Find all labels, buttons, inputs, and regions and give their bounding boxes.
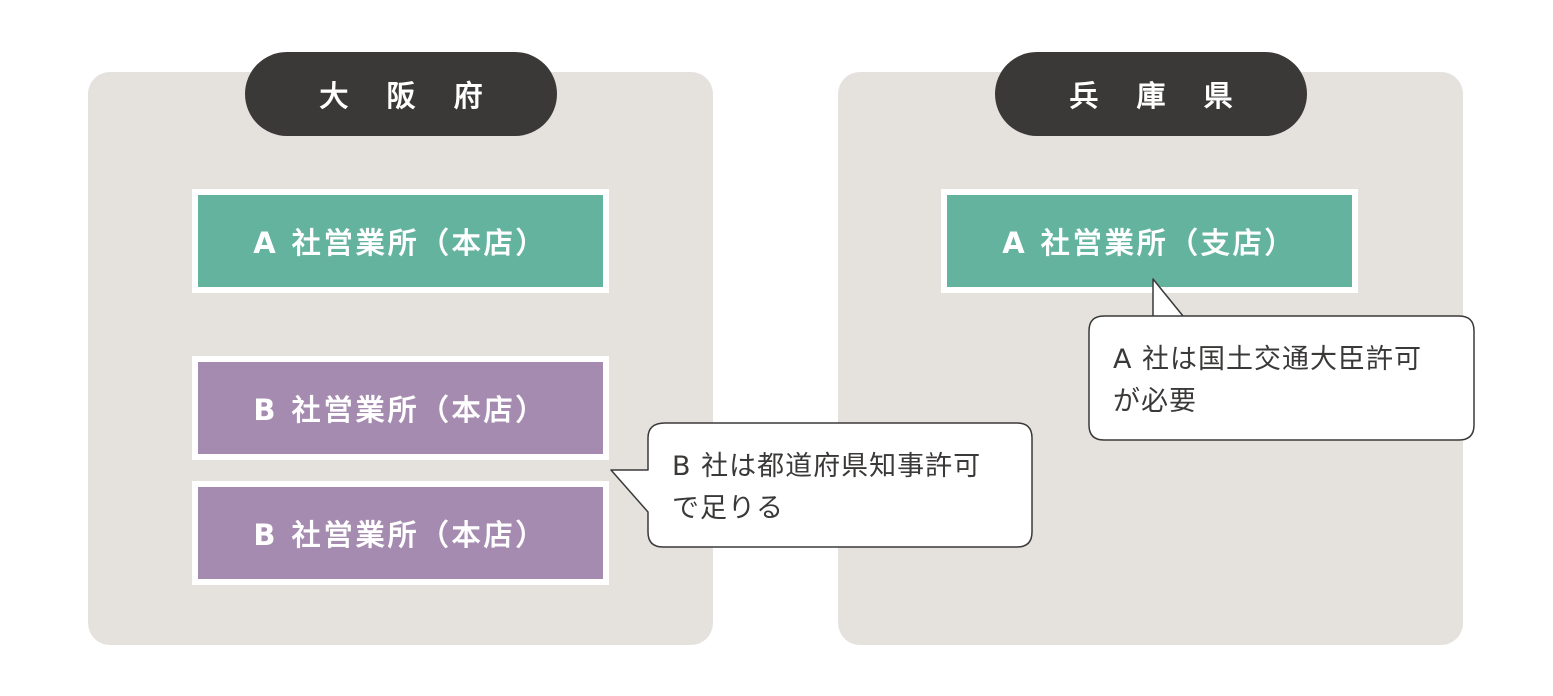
company-b-head-office-1: B 社営業所（本店） — [192, 356, 609, 460]
company-a-branch-office-hyogo: A 社営業所（支店） — [941, 189, 1358, 293]
company-b-callout-line-1: B 社は都道府県知事許可 — [672, 451, 982, 482]
company-b-head-office-2: B 社営業所（本店） — [192, 481, 609, 585]
osaka-title: 大 阪 府 — [245, 52, 557, 136]
company-a-callout-line-2: が必要 — [1113, 386, 1197, 417]
company-a-callout-text: A 社は国土交通大臣許可 が必要 — [1113, 339, 1463, 423]
company-b-callout-text: B 社は都道府県知事許可 で足りる — [672, 446, 1022, 530]
company-b-callout-line-2: で足りる — [672, 493, 784, 524]
company-a-head-office-osaka: A 社営業所（本店） — [192, 189, 609, 293]
hyogo-title: 兵 庫 県 — [995, 52, 1307, 136]
company-a-callout-line-1: A 社は国土交通大臣許可 — [1113, 344, 1423, 375]
